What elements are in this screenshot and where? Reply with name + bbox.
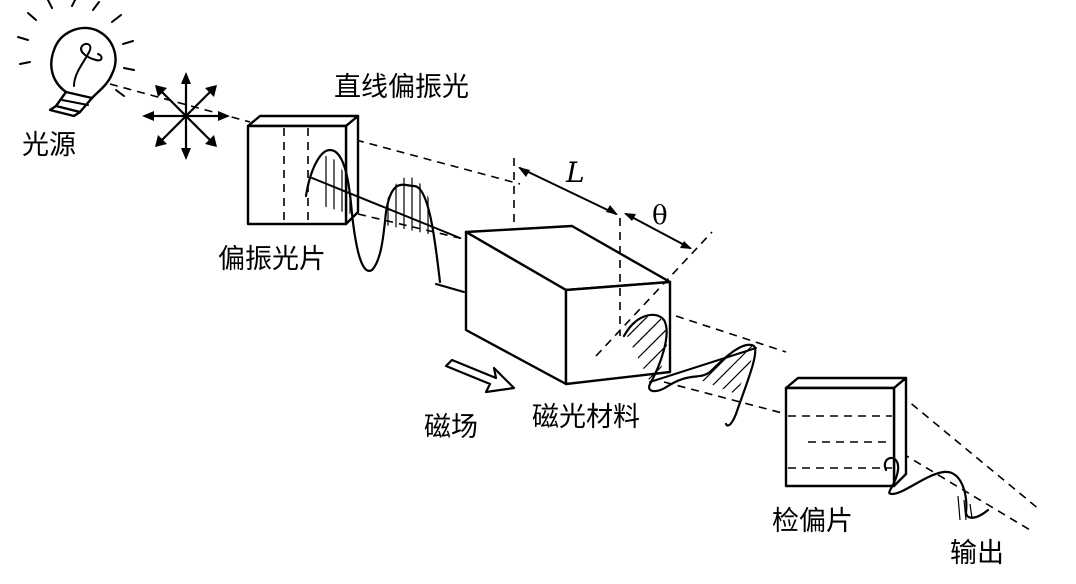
- star-arrowheads: [142, 72, 230, 160]
- length-dimension: [513, 158, 618, 226]
- magnetic-field-arrow-icon: [444, 358, 516, 394]
- linearly-polarized-light-label: 直线偏振光: [334, 72, 469, 103]
- unpolarized-light-star: [144, 74, 228, 158]
- output-wave: [883, 456, 990, 521]
- polarizer-label: 偏振光片: [218, 244, 326, 275]
- magneto-optic-block: [464, 218, 672, 386]
- analyzer-plate: [784, 376, 908, 488]
- light-bulb-icon: [17, 0, 135, 118]
- magneto-optic-material-label: 磁光材料: [532, 402, 640, 433]
- analyzer-label: 检偏片: [772, 506, 853, 537]
- magnetic-field-label: 磁场: [424, 412, 478, 443]
- polarized-wave-in: [304, 148, 465, 293]
- light-source-label: 光源: [22, 130, 76, 161]
- length-label: L: [565, 156, 585, 189]
- output-label: 输出: [950, 538, 1004, 569]
- rotation-angle-marker: [595, 213, 713, 357]
- rotation-angle-label: θ: [652, 201, 668, 231]
